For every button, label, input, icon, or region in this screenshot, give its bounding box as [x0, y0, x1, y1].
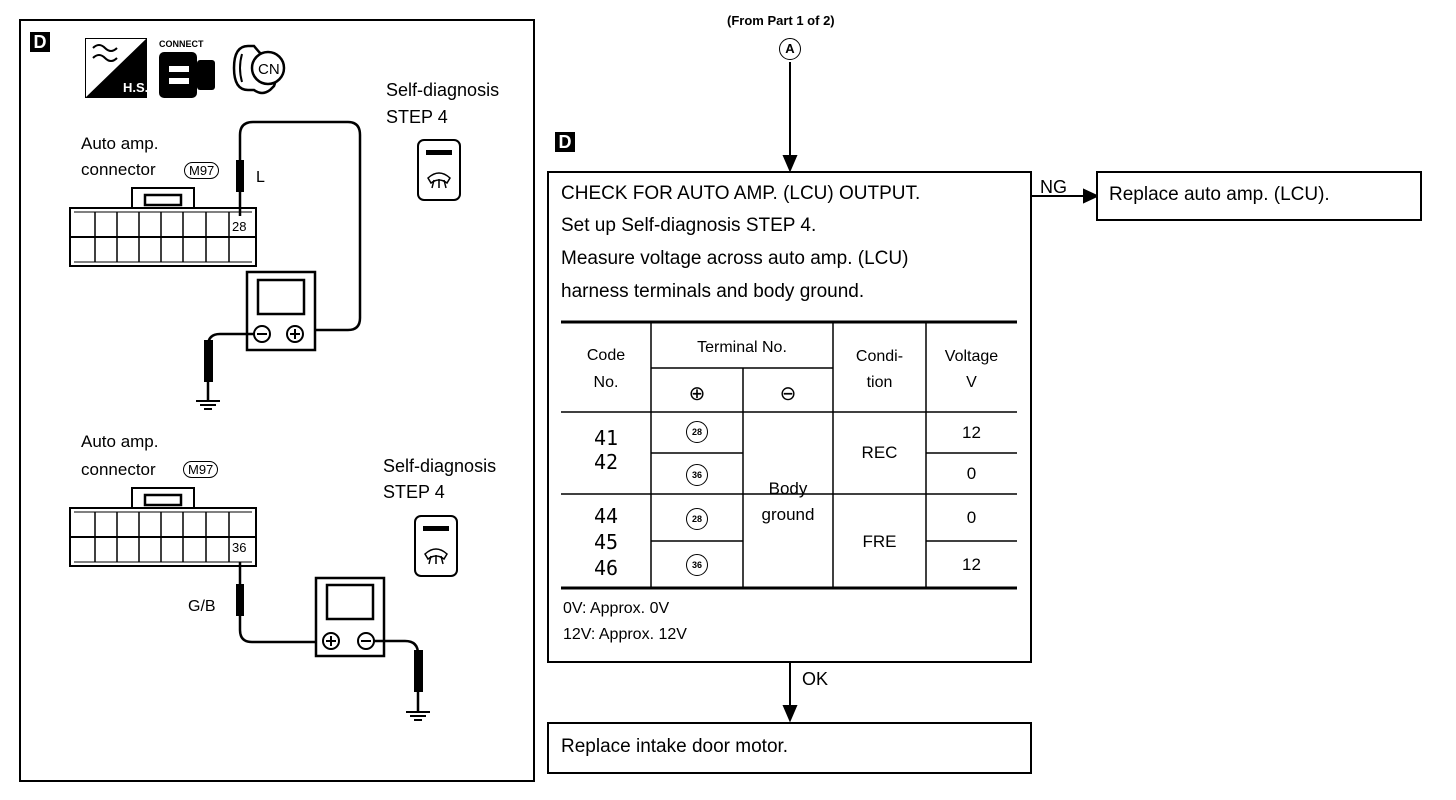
upper-connector-id: M97 [184, 162, 220, 179]
lower-self-diag-1: Self-diagnosis [383, 456, 497, 476]
replace-auto-amp-box [1096, 171, 1422, 221]
code-44: 44 [593, 504, 619, 528]
left-diagram-panel [19, 19, 535, 782]
th-voltage-2: V [966, 374, 977, 391]
th-terminal: Terminal No. [697, 339, 787, 356]
th-voltage-1: Voltage [944, 348, 999, 365]
left-marker-d: D [30, 32, 50, 52]
lower-connector-id: M97 [183, 461, 219, 478]
code-41: 41 [593, 426, 619, 450]
lower-connector-label-2: connector [81, 460, 156, 479]
voltage-row1: 12 [962, 423, 981, 442]
body-ground-1: Body [768, 479, 808, 498]
th-minus: ⊖ [779, 382, 797, 405]
connector-a-circle: A [779, 38, 801, 60]
check-line-1: CHECK FOR AUTO AMP. (LCU) OUTPUT. [561, 183, 921, 204]
check-line-3: Measure voltage across auto amp. (LCU) [561, 248, 909, 269]
lower-terminal-number: 36 [232, 540, 247, 555]
replace-auto-amp-text: Replace auto amp. (LCU). [1109, 184, 1330, 205]
code-45: 45 [593, 530, 619, 554]
th-plus: ⊕ [688, 382, 706, 405]
body-ground-2: ground [761, 505, 815, 524]
svg-text:H.S.: H.S. [123, 80, 147, 95]
upper-connector-label-1: Auto amp. [81, 134, 159, 153]
ng-label: NG [1040, 177, 1067, 197]
lower-self-diag-2: STEP 4 [383, 482, 445, 502]
th-no: No. [593, 374, 619, 391]
check-line-2: Set up Self-diagnosis STEP 4. [561, 215, 817, 236]
replace-intake-motor-box [547, 722, 1032, 774]
terminal-28-row1: 28 [686, 421, 708, 443]
from-part-label: (From Part 1 of 2) [727, 13, 835, 28]
ok-label: OK [802, 669, 829, 689]
upper-self-diag-1: Self-diagnosis [386, 80, 500, 100]
upper-connector-label-2: connector [81, 160, 156, 179]
flow-marker-d: D [555, 132, 575, 152]
upper-terminal-number: 28 [232, 219, 247, 234]
upper-self-diag-2: STEP 4 [386, 107, 448, 127]
condition-fre: FRE [862, 532, 897, 551]
condition-rec: REC [861, 443, 898, 462]
voltage-row2: 0 [966, 464, 977, 483]
check-output-box [547, 171, 1032, 663]
check-line-4: harness terminals and body ground. [561, 281, 865, 302]
th-condition-1: Condi- [855, 348, 904, 365]
upper-wire-color: L [256, 169, 265, 186]
lower-wire-color: G/B [188, 598, 216, 615]
th-condition-2: tion [866, 374, 893, 391]
connect-icon: CONNECT [155, 38, 220, 100]
note-0v: 0V: Approx. 0V [563, 600, 670, 617]
harness-icon: H.S. [85, 38, 147, 98]
terminal-36-row4: 36 [686, 554, 708, 576]
lower-connector-label-1: Auto amp. [81, 432, 159, 451]
svg-text:CONNECT: CONNECT [159, 39, 204, 49]
note-12v: 12V: Approx. 12V [563, 626, 687, 643]
terminal-28-row3: 28 [686, 508, 708, 530]
th-code: Code [586, 347, 626, 364]
svg-text:CN: CN [258, 61, 280, 78]
voltage-row3: 0 [966, 508, 977, 527]
code-42: 42 [593, 450, 619, 474]
replace-intake-motor-text: Replace intake door motor. [561, 736, 789, 757]
terminal-36-row2: 36 [686, 464, 708, 486]
code-46: 46 [593, 556, 619, 580]
cn-connector-icon: CN [228, 38, 294, 98]
voltage-row4: 12 [962, 555, 981, 574]
